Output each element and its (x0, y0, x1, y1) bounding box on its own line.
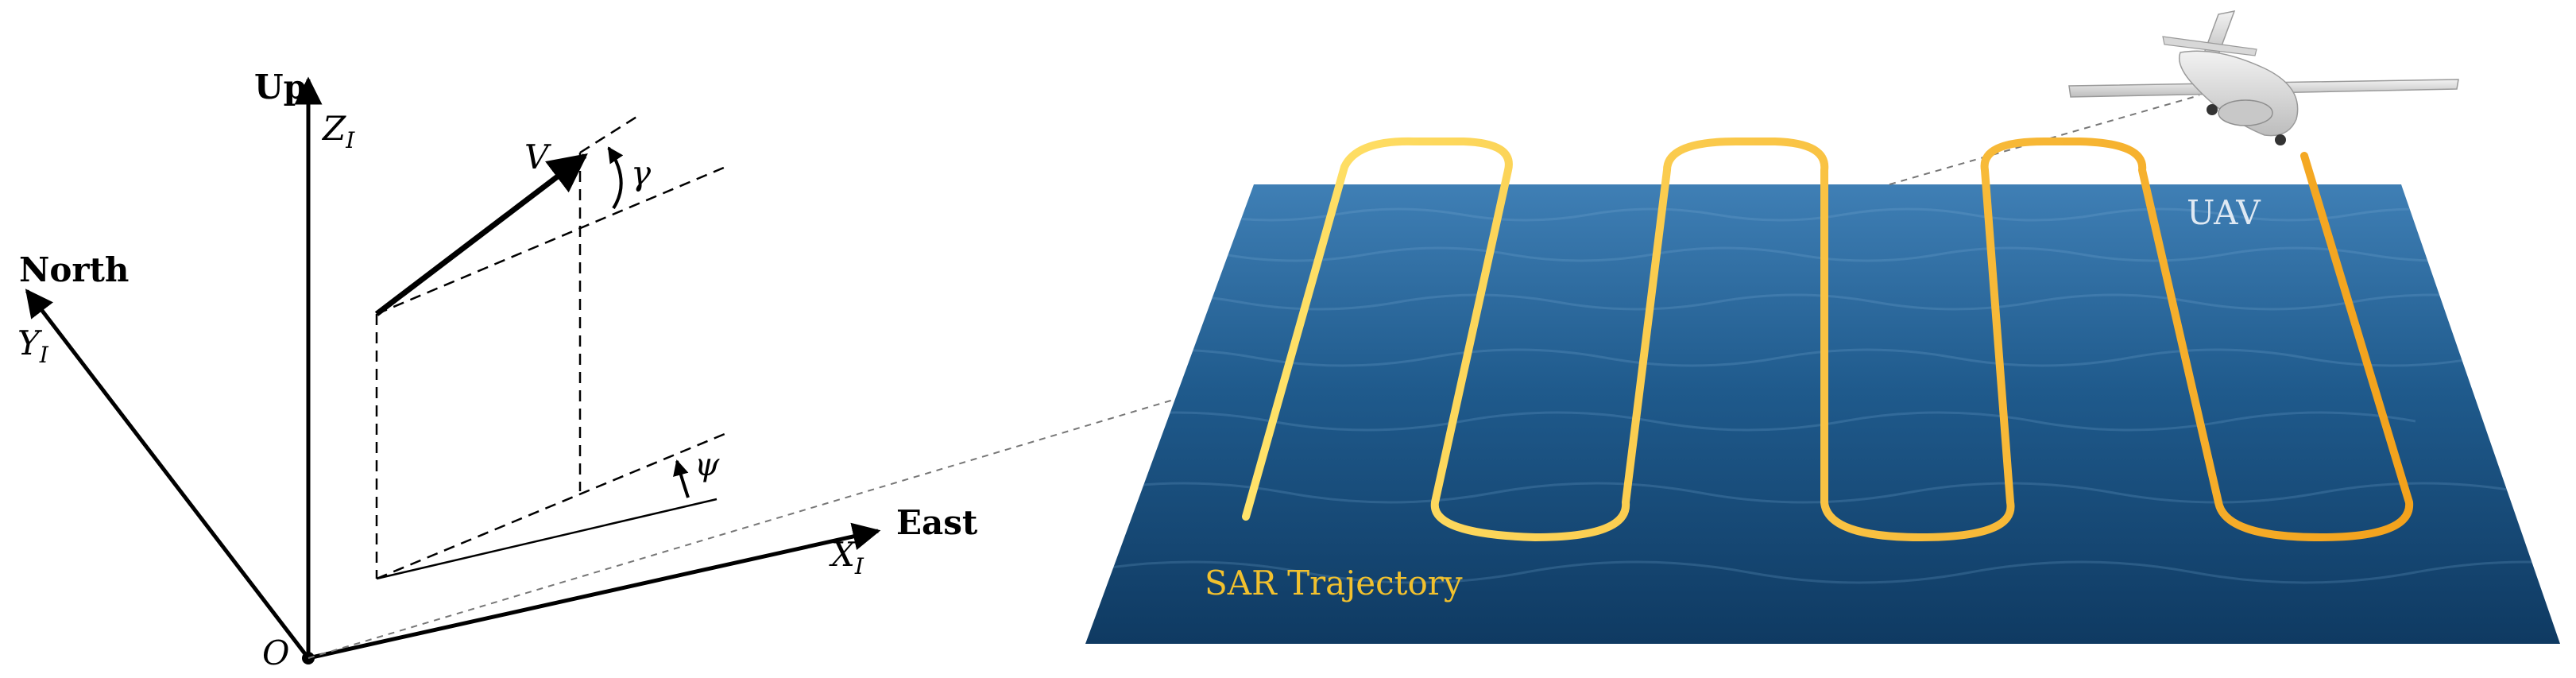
coordinate-frame: Up ZI North YI East XI O V γ ψ (17, 68, 1177, 672)
velocity-label: V (524, 138, 551, 176)
psi-label: ψ (694, 447, 720, 483)
x-axis-label: XI (829, 535, 864, 579)
psi-angle-arc (673, 459, 690, 498)
east-label: East (896, 503, 978, 542)
uav-label: UAV (2187, 193, 2261, 232)
uav-aircraft (2068, 10, 2459, 145)
projection-link-ground (307, 398, 1177, 659)
north-axis (25, 289, 310, 660)
east-axis (307, 522, 881, 661)
north-label: North (19, 250, 129, 289)
velocity-vector (374, 153, 588, 316)
up-label: Up (254, 68, 307, 107)
y-axis-label: YI (17, 324, 49, 368)
z-axis-label: ZI (321, 109, 355, 153)
origin-label: O (262, 633, 289, 672)
sar-trajectory-path (1242, 137, 2414, 541)
sar-trajectory-label: SAR Trajectory (1205, 564, 1463, 602)
gamma-angle-arc (607, 146, 624, 210)
construction-lines (375, 113, 730, 580)
gamma-label: γ (631, 153, 652, 192)
sea-scene: SAR Trajectory UAV (1085, 10, 2560, 644)
